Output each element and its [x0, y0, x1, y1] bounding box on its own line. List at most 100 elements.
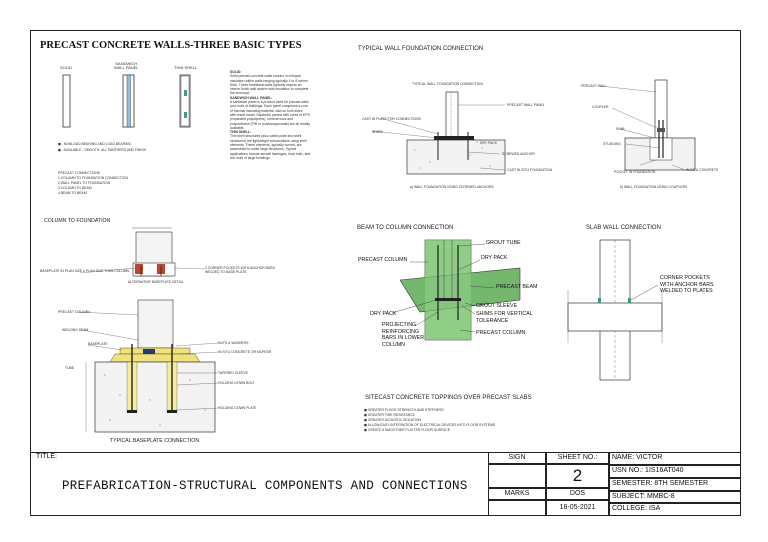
label-baseplate-plan: BASEPLATE IN PLAN SIZE ≥ PLAN SIZE THAN … [40, 269, 129, 273]
label-dry-pack-lower: DRY PACK [370, 311, 397, 317]
topping-item: ◼ GREATER FLOOR STRENGTH AND STIFFNESS [364, 408, 444, 412]
desc-line: elements. These elements, typically curv… [230, 143, 302, 148]
label-corner-pockets: 3 CORNER POCKETS WITH ANCHOR BARS WELDED… [205, 266, 275, 275]
wall-description: SOLID: Solid precast concrete walls cont… [230, 70, 345, 160]
label-shims: SHIMS [372, 130, 383, 134]
dos-label: DOS [546, 488, 609, 500]
label-grout-tube: GROUT TUBE [486, 240, 521, 246]
label-shim: SHIM [616, 127, 625, 131]
label-precast-wall: PRECAST WALL [581, 84, 608, 88]
label-shims-vertical: SHIMS FOR VERTICAL TOLERANCE [476, 311, 533, 324]
label-projecting-bars: PROJECTING REINFORCING BARS IN LOWER COL… [382, 322, 425, 348]
typical-wall-left-heading: TYPICAL WALL FOUNDATION CONNECTION [412, 82, 483, 86]
desc-line: polyurethane (PIR or polyisocyanurate) a… [230, 121, 310, 126]
desc-line: structures) are lightweight construction… [230, 138, 307, 143]
drawing-title: PREFABRICATION-STRUCTURAL COMPONENTS AND… [62, 479, 468, 493]
label-studding: STUDDING [603, 142, 621, 146]
subject-field: SUBJECT: MMBC-8 [609, 491, 741, 503]
marks-cell [488, 500, 546, 516]
sign-cell [488, 464, 546, 488]
main-title: PRECAST CONCRETE WALLS-THREE BASIC TYPES [40, 40, 302, 51]
college-field: COLLEGE: ISA [609, 503, 741, 516]
solid-label: SOLID [60, 65, 73, 70]
semester-field: SEMESTER: 8TH SEMESTER [609, 478, 741, 491]
drawing-sheet-border [30, 30, 741, 516]
label-in-situ-mortar: IN SITU CONCRETE OR MORTAR [218, 350, 272, 354]
desc-line: the envelope. [230, 91, 251, 96]
label-cast-in-situ: CAST IN SITU FOUNDATION [507, 168, 553, 172]
label-pocket: POCKET IN FOUNDATION [614, 170, 656, 174]
sheet-no: 2 [546, 464, 609, 488]
wall-note-1: ◼ - NONLOAD BEARING AND LOAD BEARING [58, 142, 132, 146]
sheet-no-label: SHEET NO.: [546, 452, 609, 464]
connection-list-item: 3.COLUMN TO BEAM [58, 186, 92, 190]
slab-wall-title: SLAB WALL CONNECTION [586, 225, 661, 231]
desc-line: the roofs of large buildings. [230, 155, 271, 160]
topping-item: ◼ GREATER FIRE RESISTANCE [364, 413, 415, 417]
label-grout-sleeve: GROUT SLEEVE [476, 303, 518, 309]
desc-line: assembled to make large structures. Typi… [230, 147, 297, 152]
topping-item: ◼ GREATER ACOUSTIC ISOLATION [364, 418, 421, 422]
desc-line: (expanded polystyrene), mineral wool and [230, 117, 293, 122]
beam-column-title: BEAM TO COLUMN CONNECTION [357, 225, 454, 231]
caption-screwed-anchors: a) WALL FOUNDATION USING SCREWED ANCHORS [410, 185, 494, 189]
label-corner-pockets-slab: CORNER POCKETS WITH ANCHOR BARS WELDED T… [660, 275, 714, 294]
desc-line: A sandwich panel is a product used for p… [230, 100, 309, 105]
date: 18-05-2021 [546, 500, 609, 516]
caption-typical-baseplate: TYPICAL BASEPLATE CONNECTION [110, 438, 200, 444]
label-holding-down-plate: HOLDING DOWN PLATE [218, 406, 257, 410]
title-label: TITLE: [36, 453, 58, 460]
name-field: NAME: VICTOR [609, 452, 741, 465]
usn-field: USN NO.: 1IS16AT040 [609, 465, 741, 478]
desc-line: THIN SHELL: [230, 130, 252, 135]
topping-item: ◼ ALLOW EASY INTEGRATION OF ELECTRICAL D… [364, 423, 496, 427]
label-baseplate: BASEPLATE [88, 342, 108, 346]
connection-list-item: 4.BEAM TO BEAM [58, 191, 87, 195]
connection-list-item: 2.WALL PANEL TO FOUNDATION [58, 181, 111, 185]
sandwich-label: SANDWICH WALL PANEL [114, 61, 139, 71]
label-precast-column-lower: PRECAST COLUMN [476, 330, 526, 336]
typical-wall-title: TYPICAL WALL FOUNDATION CONNECTION [358, 46, 484, 52]
thin-shell-label: THIN SHELL [174, 65, 198, 70]
label-nuts-washers: NUTS & WASHERS [218, 341, 249, 345]
connection-list-heading: PRECAST CONNECTIONS [58, 171, 100, 175]
sign-label: SIGN [488, 452, 546, 464]
desc-line: of thermal insulating material, clad on … [230, 108, 303, 113]
connection-list-item: 1.COLUMN TO FOUNDATION CONNECTION [58, 176, 128, 180]
wall-note-2: ◼ - AVAILABLE - SMOOTH, ALL PANTHERS AND… [58, 148, 147, 152]
desc-line: with sheet metal. Sandwich panels with c… [230, 112, 310, 117]
label-precast-column: PRECAST COLUMN [58, 310, 90, 314]
desc-line: SOLID: [230, 70, 242, 74]
thin-shell-section [179, 74, 191, 128]
label-precast-beam: PRECAST BEAM [496, 284, 538, 290]
label-dry-pack: DRY PACK [480, 141, 497, 145]
marks-label: MARKS [488, 488, 546, 500]
title-block [30, 452, 741, 517]
toppings-title: SITECAST CONCRETE TOPPINGS OVER PRECAST … [365, 395, 532, 401]
label-alternative-detail: ALTERNATIVE BASEPLATE DETAIL [128, 280, 184, 284]
label-in-situ-concrete: IN-SITU CONCRETE [686, 168, 719, 172]
topping-item: ◼ CREATE A SMOOTHER FLATTER FLOOR SURFAC… [364, 428, 450, 432]
label-precast-column-upper: PRECAST COLUMN [358, 257, 408, 263]
desc-line: insulation within walls ranging typicall… [230, 78, 308, 83]
label-coupler: COUPLER [592, 105, 609, 109]
solid-wall-section [62, 74, 71, 128]
desc-line: interior finish wall system with insulat… [230, 87, 309, 92]
label-cast-in-plate: CAST IN PLATE FOR CONNECTIONS [362, 117, 421, 121]
desc-line: and roofs of buildings. Each panel compr… [230, 104, 308, 109]
desc-line: Thin shell structures (also called plate… [230, 134, 302, 139]
caption-couplers: b) WALL FOUNDATION USING COUPLERS [620, 185, 688, 189]
desc-line: thick. These traditional walls typically… [230, 82, 302, 87]
desc-line: SANDWICH WALL PANEL: [230, 95, 273, 100]
column-foundation-title: COLUMN TO FOUNDATION [44, 218, 111, 224]
label-screwed-anchor: SCREWED ANCHOR [502, 152, 535, 156]
label-dry-pack-upper: DRY PACK [481, 255, 508, 261]
label-tapered-sleeve: TAPERED SLEEVE [218, 371, 248, 375]
label-holding-down-bolt: HOLDING DOWN BOLT [218, 381, 255, 385]
label-welding-seam: WELDING SEAM [62, 328, 89, 332]
label-precast-wall-panel: PRECAST WALL PANEL [507, 103, 545, 107]
